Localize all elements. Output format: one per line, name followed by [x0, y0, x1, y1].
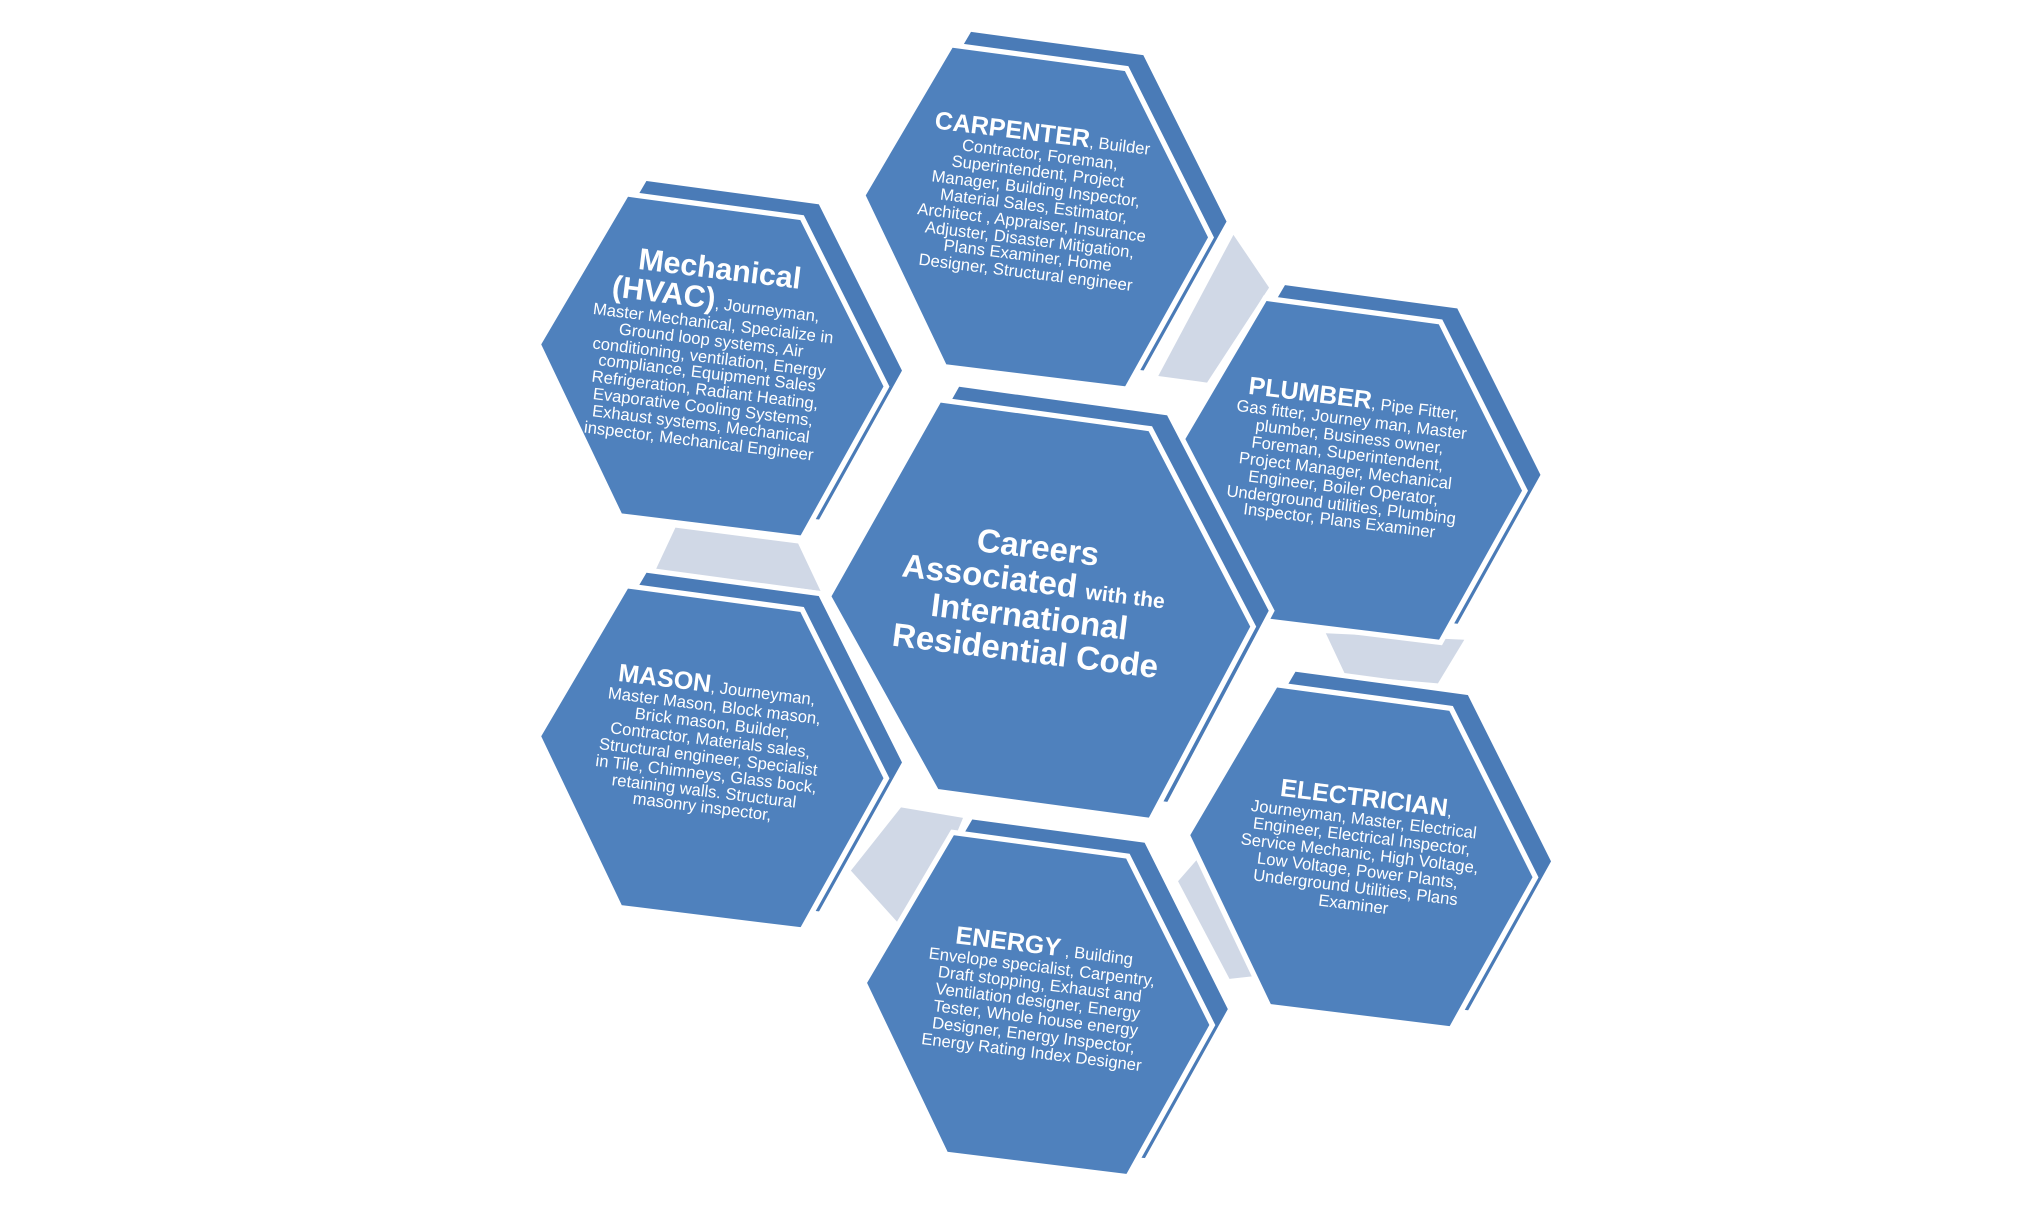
- hex-careers: , Builder Contractor, Foreman, Superinte…: [916, 132, 1152, 296]
- hex-careers: , Journeyman, Master Mason, Block mason,…: [594, 677, 822, 826]
- connector-electrician-energy: [1178, 860, 1254, 979]
- connector-plumber-electrician: [1325, 633, 1465, 684]
- hex-mason-face: [535, 582, 890, 933]
- hex-center: [825, 381, 1275, 824]
- hex-mechanical: [535, 175, 908, 542]
- hex-electrician: [1184, 665, 1558, 1032]
- connector-carpenter-plumber: [1158, 234, 1270, 383]
- hex-carpenter-text: CARPENTER, Builder Contractor, Foreman, …: [905, 107, 1163, 296]
- hex-carpenter: [859, 26, 1233, 392]
- hex-mechanical-text: Mechanical (HVAC), Journeyman, Master Me…: [577, 239, 842, 465]
- hex-careers: , Journeyman, Master Mechanical, Special…: [583, 295, 835, 465]
- hex-mason-text: MASON, Journeyman, Master Mason, Block m…: [586, 659, 834, 830]
- hex-careers: , Pipe Fitter, Gas fitter, Journey man, …: [1225, 394, 1468, 543]
- hex-plumber-text: PLUMBER, Pipe Fitter, Gas fitter, Journe…: [1219, 372, 1475, 544]
- hex-mechanical-face: [535, 191, 890, 542]
- hex-carpenter-face: [859, 42, 1215, 392]
- hex-center-face: [825, 396, 1257, 824]
- hex-electrician-face: [1184, 681, 1539, 1032]
- hex-mason: [535, 567, 908, 933]
- connector-mason-energy: [850, 807, 964, 940]
- hex-energy: [861, 813, 1234, 1180]
- hex-energy-face: [861, 829, 1216, 1180]
- hex-plumber: [1173, 279, 1547, 646]
